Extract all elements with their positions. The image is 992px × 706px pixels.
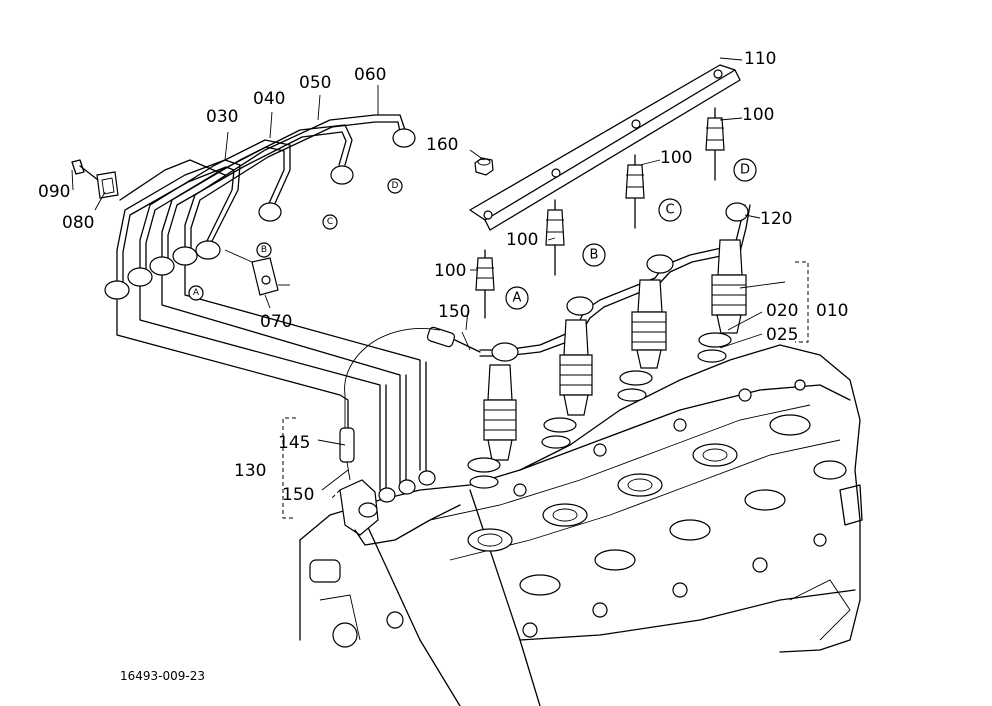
label-100-mid: 100 [660, 148, 692, 168]
marker-b-large: B [590, 248, 599, 263]
label-100-center: 100 [506, 230, 538, 250]
glow-plug-4 [705, 107, 725, 181]
circled-markers: A B C D A B C D [188, 158, 757, 310]
marker-c-large: C [665, 203, 674, 218]
label-080: 080 [62, 213, 94, 233]
label-100-left: 100 [434, 261, 466, 281]
cylinder-head [299, 344, 863, 706]
leader-lines [71, 57, 809, 519]
label-070: 070 [260, 312, 292, 332]
part-labels: 090 080 030 040 050 060 070 160 110 100 … [38, 49, 848, 683]
label-010: 010 [816, 301, 848, 321]
glow-plug-2 [545, 199, 565, 276]
nut-160 [474, 157, 494, 176]
nozzle-holder-c [617, 279, 667, 402]
label-110: 110 [744, 49, 776, 69]
label-030: 030 [206, 107, 238, 127]
label-120: 120 [760, 209, 792, 229]
nozzle-holder-b [541, 319, 593, 449]
marker-c-small: C [327, 217, 333, 227]
figure-code: 16493-009-23 [120, 669, 205, 683]
marker-b-small: B [261, 245, 267, 255]
label-060: 060 [354, 65, 386, 85]
nozzle-holder-d [697, 239, 747, 363]
label-040: 040 [253, 89, 285, 109]
nozzle-holder-a [467, 364, 517, 489]
injection-pipes [104, 114, 427, 491]
label-020: 020 [766, 301, 798, 321]
glow-plug-bus-bar [469, 64, 741, 231]
marker-d-small: D [392, 181, 399, 191]
glow-plugs [475, 107, 725, 319]
label-100-right: 100 [742, 105, 774, 125]
nozzle-holders [467, 239, 747, 489]
marker-d-large: D [740, 163, 750, 178]
label-150-top: 150 [438, 302, 470, 322]
clamp-assembly [71, 159, 290, 296]
label-050: 050 [299, 73, 331, 93]
label-145: 145 [278, 433, 310, 453]
label-160: 160 [426, 135, 458, 155]
injection-pump [329, 470, 461, 546]
marker-a-large: A [513, 291, 522, 306]
marker-a-small: A [193, 288, 200, 298]
glow-plug-1 [475, 249, 495, 319]
label-150-bottom: 150 [282, 485, 314, 505]
label-130: 130 [234, 461, 266, 481]
glow-plug-3 [625, 154, 645, 229]
label-025: 025 [766, 325, 798, 345]
label-090: 090 [38, 182, 70, 202]
